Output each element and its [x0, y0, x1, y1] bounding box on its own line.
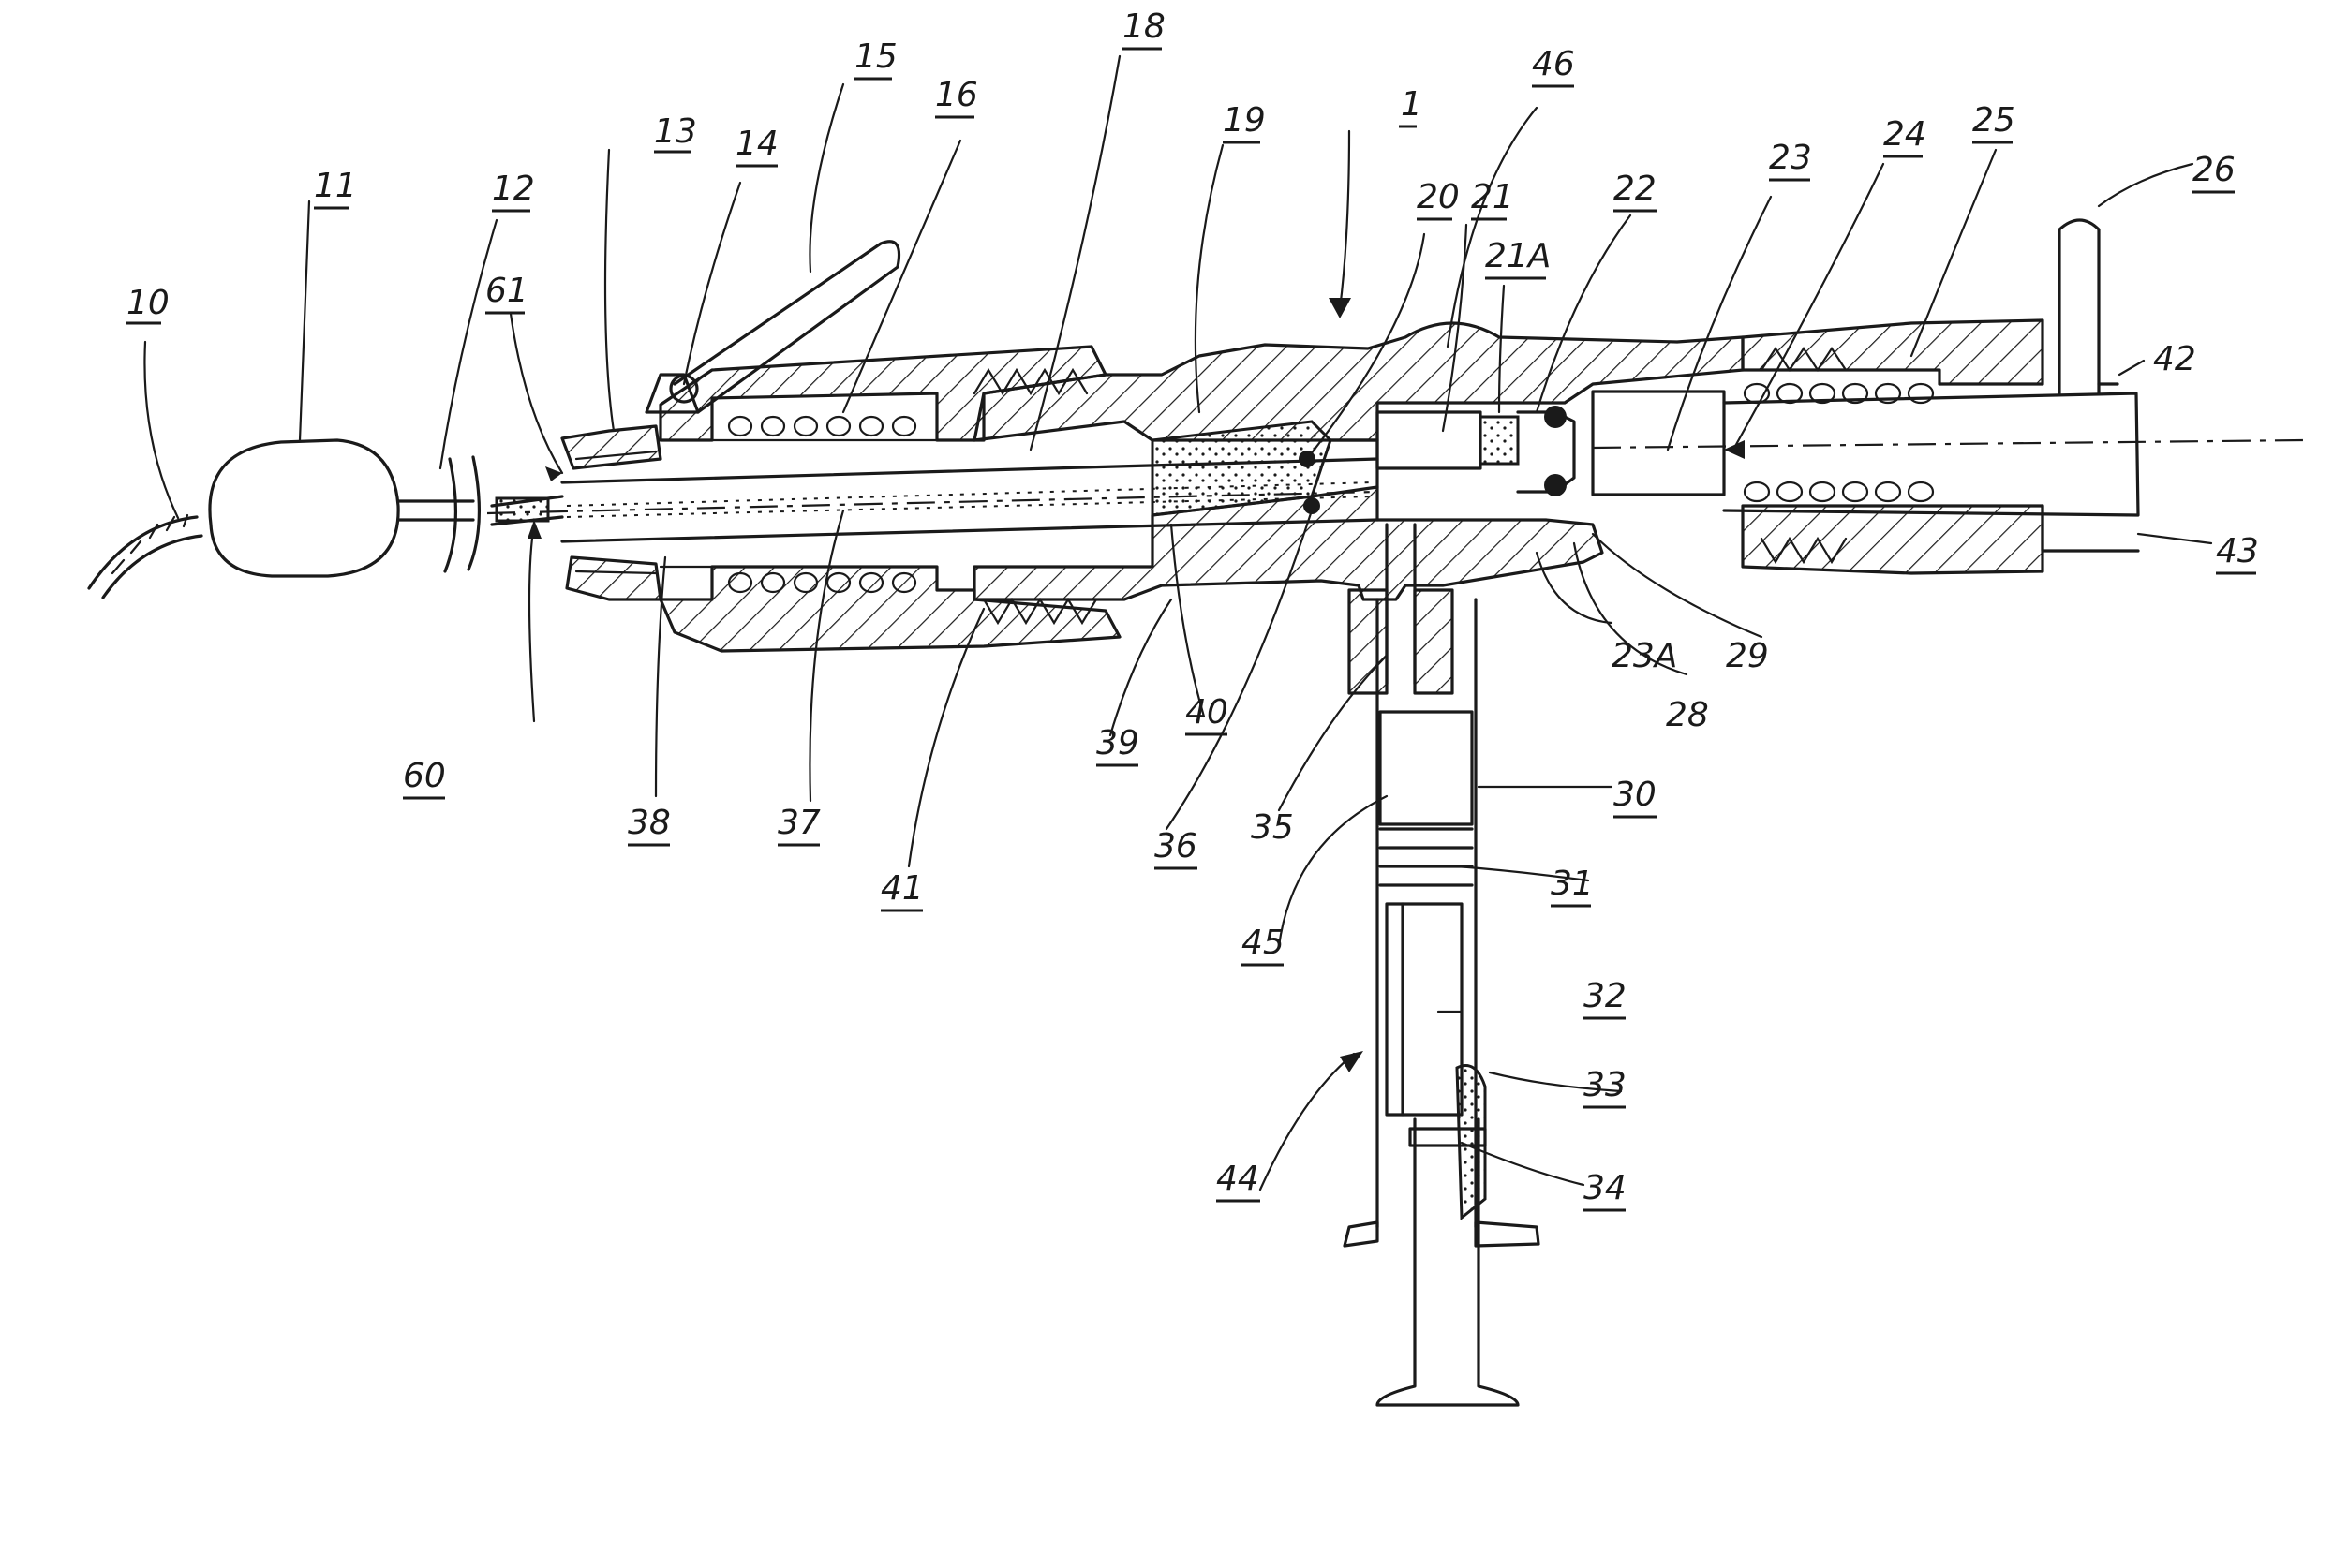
label-23: 23	[1769, 139, 1812, 177]
label-15: 15	[854, 37, 898, 76]
syringe-44	[1345, 599, 1538, 1405]
label-25: 25	[1972, 101, 2015, 140]
arrow-24	[1724, 440, 1745, 459]
label-34: 34	[1583, 1169, 1627, 1207]
label-28: 28	[1666, 696, 1709, 734]
arrow-44	[1340, 1051, 1363, 1072]
tube-10	[89, 515, 201, 598]
label-11: 11	[314, 167, 357, 205]
label-33: 33	[1583, 1066, 1627, 1104]
label-12: 12	[492, 170, 535, 208]
label-19: 19	[1223, 101, 1266, 140]
label-41: 41	[881, 869, 924, 908]
arrow-60	[528, 520, 542, 539]
label-30: 30	[1613, 776, 1657, 814]
arrow-1	[1329, 298, 1351, 318]
label-21A: 21A	[1485, 237, 1551, 275]
label-36: 36	[1154, 827, 1197, 865]
label-46: 46	[1532, 45, 1575, 83]
label-43: 43	[2216, 532, 2259, 570]
label-23A: 23A	[1612, 637, 1677, 675]
label-32: 32	[1583, 977, 1627, 1015]
label-45: 45	[1241, 924, 1285, 962]
label-61: 61	[485, 272, 528, 310]
collar-13	[562, 426, 661, 599]
chamber-21	[1377, 406, 1574, 496]
label-26: 26	[2192, 151, 2236, 189]
label-21: 21	[1471, 178, 1514, 216]
pin-26	[2059, 220, 2118, 393]
label-16: 16	[935, 76, 978, 114]
label-10: 10	[126, 284, 170, 322]
label-39: 39	[1096, 724, 1139, 762]
leader-lines	[144, 56, 2211, 1190]
label-14: 14	[736, 125, 779, 163]
label-20: 20	[1417, 178, 1460, 216]
label-42: 42	[2153, 340, 2196, 378]
plunger-23	[1593, 392, 2305, 495]
label-60: 60	[403, 757, 446, 795]
rear-sleeve-25	[1743, 320, 2043, 573]
label-24: 24	[1883, 115, 1926, 154]
label-38: 38	[628, 804, 671, 842]
label-40: 40	[1185, 693, 1228, 732]
label-13: 13	[654, 112, 697, 151]
reference-labels: 10 11 12 13 14 15 16 18 19 1 46 20 21 21…	[126, 7, 2259, 1210]
label-35: 35	[1251, 808, 1294, 847]
label-1: 1	[1401, 85, 1422, 124]
label-37: 37	[778, 804, 821, 842]
bulb-11	[210, 440, 398, 576]
label-29: 29	[1726, 637, 1769, 675]
label-44: 44	[1216, 1160, 1259, 1198]
catheter-12	[398, 457, 479, 571]
fibre-60	[492, 496, 562, 525]
label-31: 31	[1551, 865, 1594, 903]
label-18: 18	[1122, 7, 1166, 46]
label-22: 22	[1613, 170, 1657, 208]
